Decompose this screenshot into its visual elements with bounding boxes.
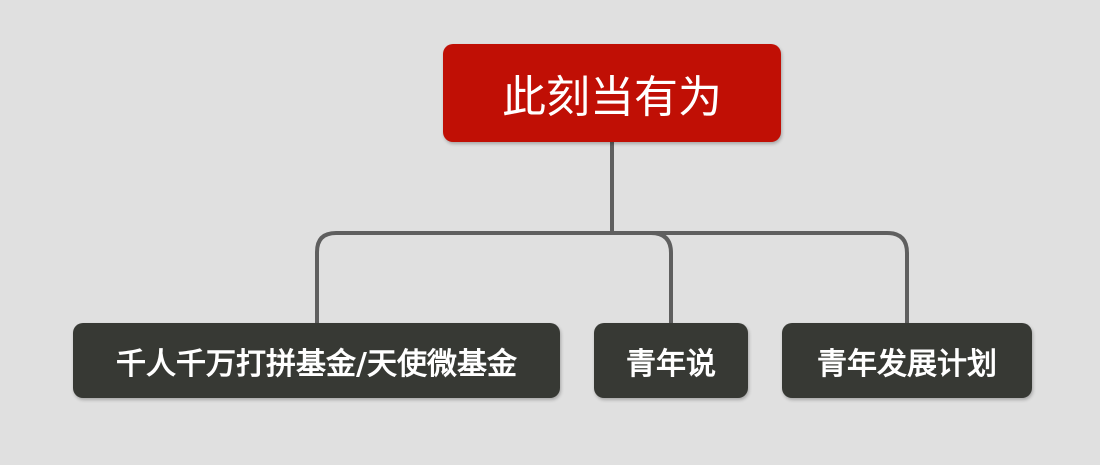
child-node-2: 青年说 (594, 323, 748, 398)
child-node-1: 千人千万打拼基金/天使微基金 (73, 323, 560, 398)
connector-to-child-2 (610, 231, 673, 325)
child-node-2-label: 青年说 (626, 346, 716, 382)
root-node-label: 此刻当有为 (502, 72, 722, 123)
child-node-1-label: 千人千万打拼基金/天使微基金 (116, 346, 517, 382)
connector-to-child-1 (315, 231, 614, 325)
connector-to-child-3 (610, 231, 909, 325)
child-node-3: 青年发展计划 (782, 323, 1032, 398)
child-node-3-label: 青年发展计划 (817, 346, 997, 382)
root-node: 此刻当有为 (443, 44, 781, 142)
